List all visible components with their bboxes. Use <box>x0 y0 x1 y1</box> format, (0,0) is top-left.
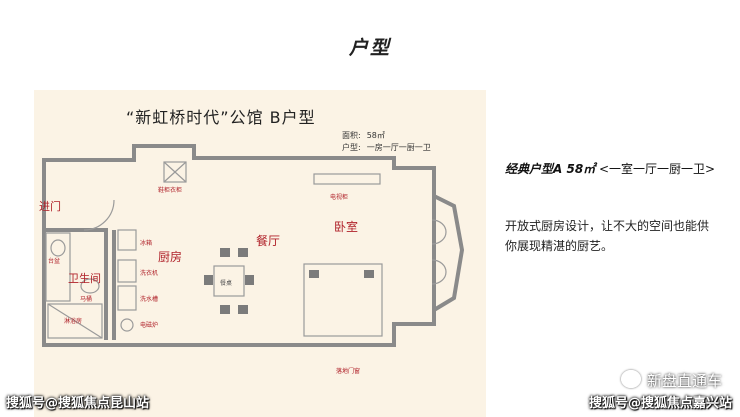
sink-shape <box>117 285 137 311</box>
label-vanity: 台盆 <box>48 258 61 265</box>
basin-shape <box>50 239 66 257</box>
area-value: 58㎡ <box>366 131 385 140</box>
label-washer: 洗衣机 <box>140 270 159 277</box>
page-heading: 户型 <box>348 37 391 59</box>
plan-title: “新虹桥时代”公馆 B户型 <box>126 108 316 127</box>
plan-meta: 面积: 58㎡ 户型: 一房一厅一厨一卫 <box>342 130 431 154</box>
label-sink: 洗水槽 <box>140 296 159 303</box>
label-floor-window: 落地门窗 <box>336 368 361 375</box>
label-shower: 淋浴房 <box>64 318 83 325</box>
type-label: 户型: <box>342 143 361 152</box>
room-entrance: 进门 <box>39 200 61 213</box>
layout-headline: 经典户型A 58㎡ <一室一厅一厨一卫> <box>505 160 715 177</box>
room-bathroom: 卫生间 <box>68 272 101 285</box>
watermark-left: 搜狐号@搜狐焦点昆山站 <box>6 396 150 411</box>
label-toilet: 马桶 <box>80 296 93 303</box>
label-dining-table: 餐桌 <box>220 280 233 287</box>
floor-plan-image: “新虹桥时代”公馆 B户型 面积: 58㎡ 户型: 一房一厅一厨一卫 进门 厨房 餐… <box>34 90 486 417</box>
type-value: 一房一厅一厨一卫 <box>366 143 431 152</box>
toilet-shape <box>80 278 100 294</box>
area-label: 面积: <box>342 131 361 140</box>
armchair-bottom <box>431 259 447 285</box>
bathroom-wall <box>44 228 108 340</box>
armchair-top <box>431 219 447 245</box>
shoe-cabinet-shape <box>163 161 187 183</box>
shower-shape <box>47 303 103 339</box>
bed-shape <box>303 263 383 337</box>
stove-shape <box>120 318 134 332</box>
bay-window <box>432 194 465 312</box>
room-kitchen: 厨房 <box>158 250 183 264</box>
label-fridge: 冰箱 <box>140 240 153 247</box>
door-swing <box>83 199 115 231</box>
outer-wall <box>42 144 436 347</box>
dining-table-shape <box>213 265 245 297</box>
room-dining: 餐厅 <box>256 234 281 248</box>
layout-description: 开放式厨房设计，让不大的空间也能供你展现精湛的厨艺。 <box>505 219 710 253</box>
vanity-shape <box>45 232 71 302</box>
label-shoe-cabinet: 鞋柜衣柜 <box>158 187 183 194</box>
watermark-right: 搜狐号@搜狐焦点嘉兴站 <box>588 396 732 411</box>
room-bedroom: 卧室 <box>334 220 359 234</box>
wechat-icon <box>620 370 641 388</box>
layout-headline-bold: 经典户型A 58㎡ <box>505 162 596 176</box>
brand-watermark: 新盘直通车 <box>620 370 722 391</box>
label-stove: 电磁炉 <box>140 322 159 329</box>
label-tv-cabinet: 电视柜 <box>330 194 349 201</box>
tv-cabinet-shape <box>313 173 381 185</box>
floor-plan-drawing <box>42 144 465 347</box>
washer-shape <box>117 259 137 283</box>
layout-headline-rest: <一室一厅一厨一卫> <box>599 162 716 176</box>
brand-text: 新盘直通车 <box>646 372 722 390</box>
fridge-shape <box>117 229 137 251</box>
